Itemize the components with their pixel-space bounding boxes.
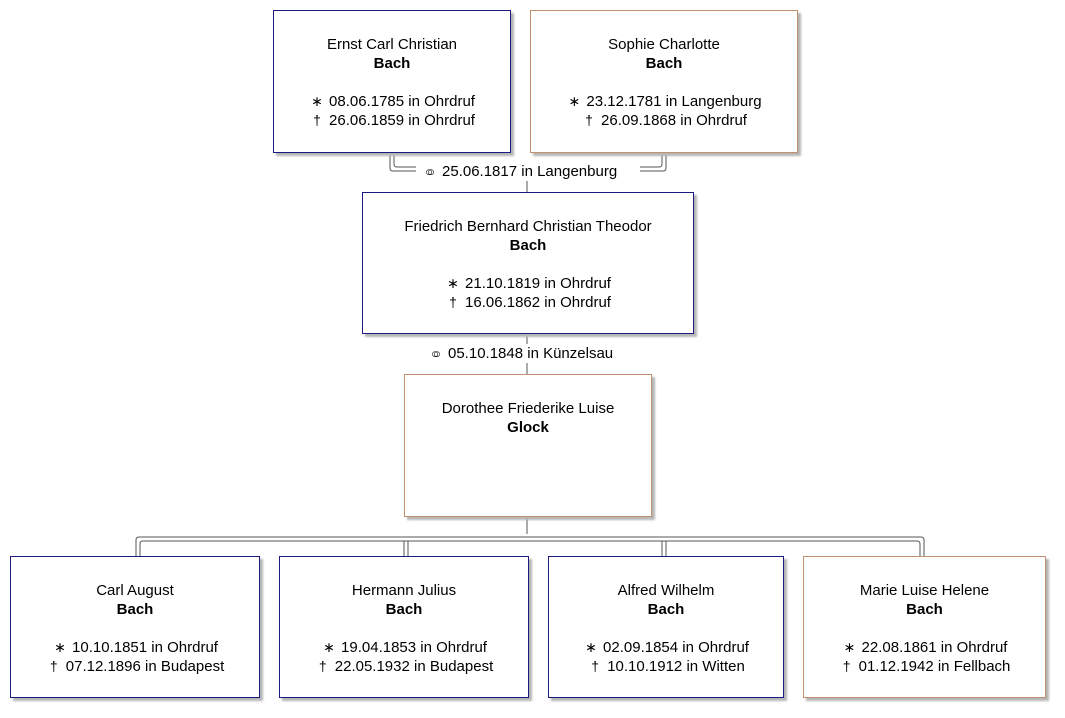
parents-connector-right	[640, 153, 667, 172]
surname: Bach	[373, 55, 411, 72]
death-icon: †	[585, 112, 593, 128]
parents-connector	[389, 153, 416, 172]
death-text: 26.06.1859 in Ohrdruf	[329, 112, 475, 129]
birth-text: 19.04.1853 in Ohrdruf	[341, 639, 487, 656]
birth-event: ∗ 23.12.1781 in Langenburg	[531, 92, 797, 111]
surname: Bach	[116, 601, 154, 618]
birth-icon: ∗	[323, 639, 335, 655]
person-card-mother[interactable]: Sophie Charlotte Bach ∗ 23.12.1781 in Lan…	[530, 10, 798, 153]
death-text: 07.12.1896 in Budapest	[65, 658, 225, 675]
birth-text: 23.12.1781 in Langenburg	[586, 93, 762, 110]
death-icon: †	[49, 658, 58, 674]
person-card-subject[interactable]: Friedrich Bernhard Christian Theodor Bac…	[362, 192, 694, 334]
person-card-spouse[interactable]: Dorothee Friederike Luise Glock	[404, 374, 652, 517]
birth-event: ∗ 02.09.1854 in Ohrdruf	[549, 638, 783, 657]
birth-icon: ∗	[568, 93, 581, 109]
birth-icon: ∗	[585, 639, 597, 655]
death-text: 16.06.1862 in Ohrdruf	[465, 294, 611, 311]
given-name: Friedrich Bernhard Christian Theodor	[404, 218, 652, 235]
given-name: Dorothee Friederike Luise	[441, 400, 615, 417]
death-event: † 22.05.1932 in Budapest	[280, 657, 528, 676]
birth-icon: ∗	[843, 639, 856, 655]
marriage-text: 25.06.1817 in Langenburg	[442, 163, 618, 180]
birth-icon: ∗	[447, 275, 459, 291]
death-event: † 26.06.1859 in Ohrdruf	[274, 111, 510, 130]
death-icon: †	[313, 112, 321, 128]
death-event: † 07.12.1896 in Budapest	[11, 657, 259, 676]
surname: Bach	[509, 237, 547, 254]
birth-event: ∗ 10.10.1851 in Ohrdruf	[11, 638, 259, 657]
death-icon: †	[449, 294, 457, 310]
marriage-text: 05.10.1848 in Künzelsau	[448, 345, 614, 362]
death-text: 01.12.1942 in Fellbach	[858, 658, 1011, 675]
birth-text: 10.10.1851 in Ohrdruf	[72, 639, 218, 656]
person-card-child-1[interactable]: Carl August Bach ∗10.10.1851 in Ohrdruf …	[10, 556, 260, 698]
children-bus-inner	[139, 540, 921, 556]
death-event: † 01.12.1942 in Fellbach	[804, 657, 1045, 676]
person-card-father[interactable]: Ernst Carl Christian Bach ∗ 08.06.1785 in…	[273, 10, 511, 153]
marriage-rings-icon: ○○	[425, 164, 435, 179]
children-bus-outer	[135, 536, 925, 556]
death-event: † 10.10.1912 in Witten	[549, 657, 783, 676]
birth-text: 02.09.1854 in Ohrdruf	[603, 639, 749, 656]
surname: Bach	[906, 601, 943, 618]
given-name: Alfred Wilhelm	[617, 582, 715, 599]
child2-drop	[403, 541, 409, 556]
death-event: † 16.06.1862 in Ohrdruf	[363, 293, 693, 312]
birth-event: ∗ 08.06.1785 in Ohrdruf	[274, 92, 510, 111]
death-event: † 26.09.1868 in Ohrdruf	[531, 111, 797, 130]
surname: Bach	[647, 601, 685, 618]
birth-event: ∗ 19.04.1853 in Ohrdruf	[280, 638, 528, 657]
birth-icon: ∗	[311, 93, 323, 109]
death-text: 22.05.1932 in Budapest	[334, 658, 494, 675]
person-card-child-2[interactable]: Hermann Julius Bach ∗ 19.04.1853 in Ohrdr…	[279, 556, 529, 698]
death-icon: †	[842, 658, 851, 674]
given-name: Carl August	[96, 582, 174, 599]
given-name: Hermann Julius	[351, 582, 457, 599]
parents-marriage-label: ○○ 25.06.1817 in Langenburg	[416, 162, 620, 181]
surname: Bach	[385, 601, 423, 618]
death-text: 26.09.1868 in Ohrdruf	[601, 112, 747, 129]
person-card-child-3[interactable]: Alfred Wilhelm Bach ∗ 02.09.1854 in Ohrdr…	[548, 556, 784, 698]
subject-marriage-label: ○○ 05.10.1848 in Künzelsau	[422, 344, 616, 363]
birth-event: ∗ 22.08.1861 in Ohrdruf	[804, 638, 1045, 657]
given-name: Sophie Charlotte	[608, 36, 720, 53]
death-text: 10.10.1912 in Witten	[607, 658, 745, 675]
given-name: Ernst Carl Christian	[326, 36, 458, 53]
birth-text: 08.06.1785 in Ohrdruf	[329, 93, 475, 110]
person-card-child-4[interactable]: Marie Luise Helene Bach ∗ 22.08.1861 in O…	[803, 556, 1046, 698]
marriage-rings-icon: ○○	[431, 346, 441, 361]
birth-icon: ∗	[54, 639, 66, 655]
birth-text: 22.08.1861 in Ohrdruf	[861, 639, 1008, 656]
birth-event: ∗ 21.10.1819 in Ohrdruf	[363, 274, 693, 293]
surname: Bach	[645, 55, 683, 72]
death-icon: †	[318, 658, 327, 674]
death-icon: †	[591, 658, 600, 674]
surname: Glock	[507, 419, 549, 436]
given-name: Marie Luise Helene	[859, 582, 990, 599]
birth-text: 21.10.1819 in Ohrdruf	[465, 275, 611, 292]
child3-drop	[661, 541, 667, 556]
